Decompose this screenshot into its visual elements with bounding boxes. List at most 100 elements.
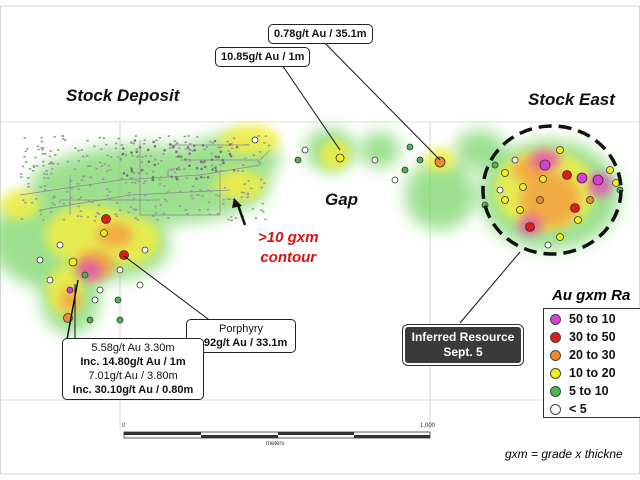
drill-collar (46, 177, 50, 179)
drill-collar (43, 177, 46, 179)
drill-collar (149, 155, 153, 157)
legend-swatch-icon (550, 349, 561, 361)
drill-collar (230, 219, 233, 222)
legend-item: 10 to 20 (544, 364, 640, 382)
drill-collar (178, 205, 182, 208)
drill-collar (70, 179, 73, 182)
drill-collar (166, 172, 169, 175)
drill-collar (53, 195, 56, 197)
drill-collar (83, 175, 86, 177)
drill-collar (228, 198, 232, 201)
drill-collar (232, 137, 236, 140)
callout-inferred-line2: Sept. 5 (443, 345, 483, 359)
drill-collar (235, 145, 239, 149)
drill-collar (102, 178, 105, 180)
drill-collar (216, 158, 219, 161)
drill-collar (222, 198, 225, 201)
drill-collar (53, 204, 56, 206)
drill-collar (129, 206, 133, 208)
drill-collar (263, 142, 266, 144)
drill-collar (103, 163, 106, 166)
drill-collar (87, 200, 90, 202)
assay-point (556, 233, 564, 241)
drill-collar (169, 143, 172, 146)
drill-collar (188, 148, 191, 150)
drill-collar (132, 208, 135, 210)
drill-collar (42, 219, 45, 221)
drill-collar (93, 145, 96, 148)
drill-collar (136, 156, 139, 158)
drill-collar (200, 167, 203, 171)
drill-collar (170, 175, 173, 179)
drill-collar (264, 135, 268, 137)
drill-collar (257, 135, 260, 137)
legend-swatch-icon (550, 331, 561, 343)
assay-point (491, 161, 499, 169)
drill-collar (167, 217, 170, 219)
callout-top-2: 10.85g/t Au / 1m (215, 47, 311, 67)
drill-collar (80, 149, 83, 151)
drill-collar (130, 178, 134, 180)
drill-collar (119, 159, 122, 161)
drill-collar (176, 142, 179, 144)
drill-collar (193, 144, 196, 147)
drill-collar (117, 137, 120, 140)
drill-collar (130, 168, 134, 171)
drill-collar (146, 148, 150, 152)
drill-collar (186, 213, 189, 215)
drill-collar (80, 196, 83, 198)
inferred-resource-outline (481, 124, 623, 256)
drill-collar (159, 183, 162, 185)
drill-collar (208, 213, 211, 216)
drill-collar (142, 142, 146, 145)
drill-collar (87, 165, 90, 168)
drill-collar (129, 167, 133, 169)
drill-collar (209, 140, 212, 143)
drill-collar (166, 174, 170, 177)
drill-collar (115, 215, 118, 217)
drill-collar (36, 165, 39, 167)
drill-collar (160, 160, 163, 162)
drill-collar (134, 217, 137, 219)
drill-collar (254, 217, 258, 219)
drill-collar (177, 166, 180, 169)
contour-arrow (232, 198, 247, 226)
drill-collar (228, 143, 232, 146)
drill-collar (144, 194, 147, 197)
drill-collar (242, 164, 245, 166)
assay-point (556, 146, 564, 154)
drill-collar (160, 176, 163, 178)
drill-collar (196, 193, 199, 196)
drill-collar (86, 155, 89, 157)
drill-collar (89, 165, 92, 167)
drill-collar (35, 198, 38, 200)
assay-point (562, 170, 572, 180)
drill-collar (260, 209, 263, 211)
drill-collar (124, 154, 128, 156)
drill-collar (167, 169, 170, 172)
drill-collar (54, 154, 57, 156)
drill-collar (201, 144, 205, 147)
drill-collar (153, 144, 157, 148)
drill-collar (24, 201, 27, 204)
assay-point (294, 156, 302, 164)
drill-collar (222, 161, 225, 165)
drill-collar (178, 147, 181, 149)
drill-collar (66, 190, 69, 193)
drill-collar (220, 146, 223, 148)
drill-collar (191, 185, 195, 188)
drill-collar (130, 142, 133, 144)
label-stock-deposit: Stock Deposit (66, 86, 180, 105)
drill-collar (86, 139, 89, 142)
drill-collar (147, 160, 151, 163)
drill-collar (106, 194, 109, 197)
drill-collar (48, 162, 51, 165)
drill-collar (114, 147, 117, 150)
assay-point (501, 169, 509, 177)
drill-collar (139, 170, 142, 172)
drill-collar (168, 147, 172, 149)
contour-label-line1: >10 gxm (258, 229, 319, 246)
drill-collar (241, 170, 244, 172)
callout-hole-line2: Inc. 14.80g/t Au / 1m (80, 356, 186, 368)
